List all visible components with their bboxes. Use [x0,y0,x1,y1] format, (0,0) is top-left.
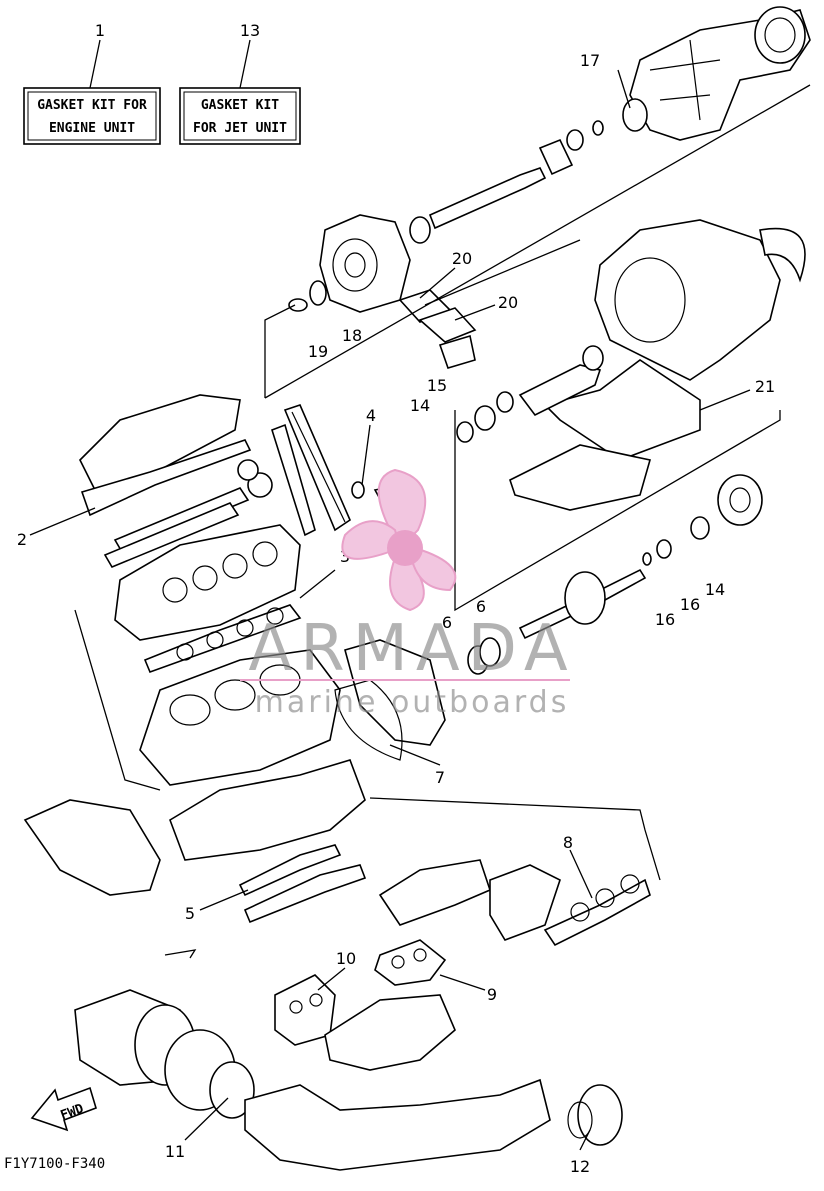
box13-line2: FOR JET UNIT [193,121,287,136]
callout-19: 19 [308,342,328,361]
valve-cover [79,394,252,517]
box13-line1: GASKET KIT [201,98,279,113]
seals-and-bearings [456,345,604,675]
exhaust-gasket-9 [374,939,447,986]
crankcase [23,759,366,896]
drive-shaft-lower [518,474,763,640]
muffler [74,989,255,1119]
assembly-bracket-lines [74,84,811,959]
callout-2: 2 [17,530,27,549]
callout-20a: 20 [452,249,472,268]
oil-pan-gasket-5 [238,844,367,924]
cylinder-head [114,524,301,641]
callout-14a: 14 [410,396,430,415]
intake-duct [509,219,806,511]
watermark-tagline: marine outboards [255,685,570,720]
leader-lines [29,69,751,1151]
callout-21: 21 [755,377,775,396]
callouts: 2 3 4 5 6 6 7 8 9 10 11 12 14 14 15 16 1… [17,51,775,1176]
exhaust-manifold-8 [378,859,651,947]
diagram-code: F1Y7100-F340 [4,1156,105,1172]
callout-16b: 16 [655,610,675,629]
callout-7: 7 [435,768,445,787]
callout-3: 3 [340,547,350,566]
box1-line2: ENGINE UNIT [49,121,135,136]
head-gasket-3 [143,604,302,674]
gasket-kit-engine-label: GASKET KIT FOR ENGINE UNIT 1 [23,21,161,145]
callout-1: 1 [95,21,105,40]
callout-17: 17 [580,51,600,70]
callout-6b: 6 [476,597,486,616]
drive-shaft-upper [409,120,604,244]
gasket-kit-jet-label: GASKET KIT FOR JET UNIT 13 [179,21,301,145]
callout-5: 5 [185,904,195,923]
callout-11: 11 [165,1142,185,1161]
callout-18: 18 [342,326,362,345]
callout-14b: 14 [705,580,725,599]
exhaust-pipe-10 [274,974,456,1071]
callout-6a: 6 [442,613,452,632]
callout-12: 12 [570,1157,590,1176]
callout-4: 4 [366,406,376,425]
propeller-logo-icon [341,468,457,612]
water-lock-hose [244,1078,623,1171]
callout-8: 8 [563,833,573,852]
camshafts [103,459,273,569]
armada-watermark: ARMADA marine outboards [240,468,575,720]
callout-13: 13 [240,21,260,40]
crankcase-cover-7 [334,639,446,761]
jet-nozzle-assembly [622,6,811,141]
callout-9: 9 [487,985,497,1004]
watermark-brand: ARMADA [248,612,575,686]
callout-15: 15 [427,376,447,395]
box1-line1: GASKET KIT FOR [37,98,147,113]
impeller-gaskets-20 [398,289,477,369]
callout-16a: 16 [680,595,700,614]
callout-20b: 20 [498,293,518,312]
callout-10: 10 [336,949,356,968]
fwd-arrow: FWD [30,1086,97,1132]
jet-pump-housing [288,214,411,313]
timing-chain-and-guides [271,404,352,537]
